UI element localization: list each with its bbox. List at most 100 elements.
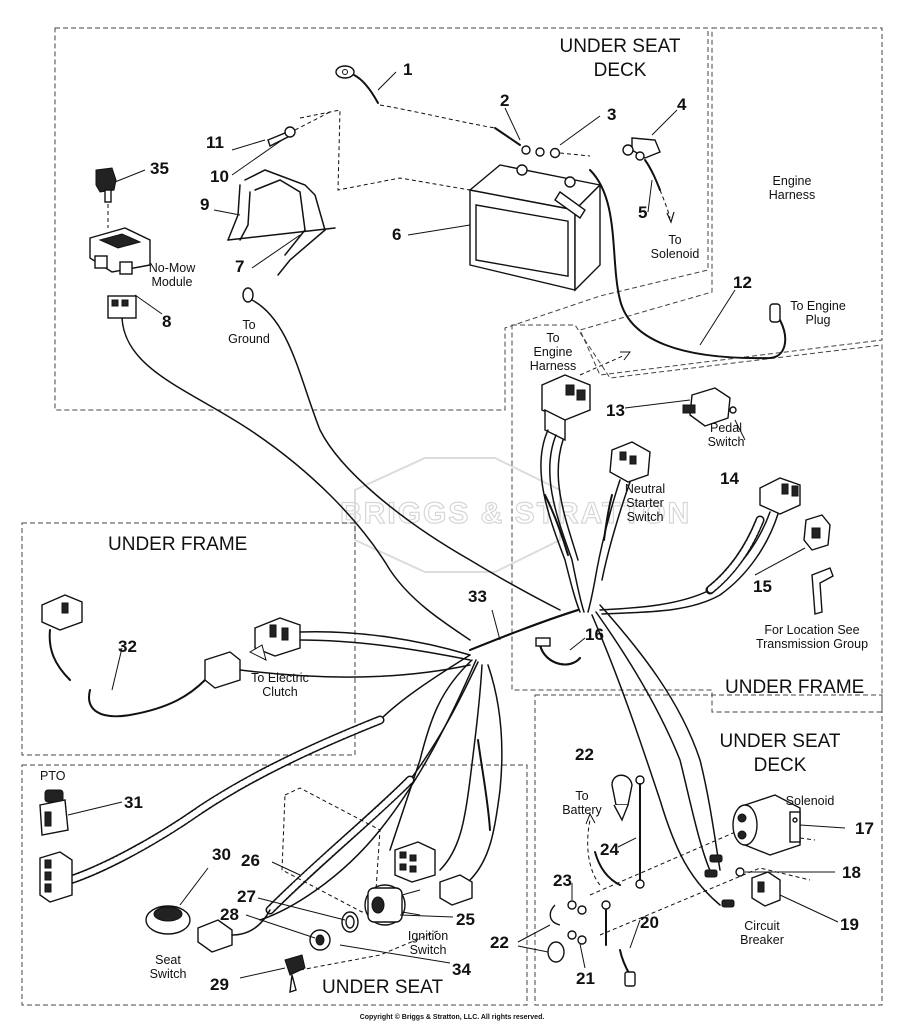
part-1-ground-cable xyxy=(335,65,496,129)
connector-bottom-1 xyxy=(394,841,436,883)
label-to-engine-plug-2: Plug xyxy=(805,313,830,327)
watermark: BRIGGS & STRATTON xyxy=(339,457,691,573)
part-10-11-bolt xyxy=(267,111,331,147)
box-under-frame-left xyxy=(21,522,356,756)
connector-bottom-2 xyxy=(439,874,473,906)
num-9: 9 xyxy=(200,195,209,214)
num-26: 26 xyxy=(241,851,260,870)
box-under-seat-deck-top xyxy=(54,27,709,411)
harness-upper-right xyxy=(540,429,779,906)
label-to-engine-harness-2: Engine xyxy=(534,345,573,359)
label-pto: PTO xyxy=(40,769,66,783)
connector-neutral-switch xyxy=(609,441,651,483)
section-under-seat-deck-right-l1: UNDER SEAT xyxy=(719,731,840,752)
part-6-battery xyxy=(468,164,602,292)
label-ignition-2: Switch xyxy=(410,943,447,957)
num-14: 14 xyxy=(720,469,739,488)
connector-pedal-harness xyxy=(759,477,801,515)
sleeve-engine-harness xyxy=(544,494,569,556)
to-ground-wire xyxy=(242,287,561,611)
num-32: 32 xyxy=(118,637,137,656)
label-circuit-breaker-2: Breaker xyxy=(740,933,784,947)
num-15: 15 xyxy=(753,577,772,596)
part-31-pto-switch xyxy=(39,789,69,836)
label-no-mow-2: Module xyxy=(152,275,193,289)
num-21: 21 xyxy=(576,969,595,988)
connector-pto-harness xyxy=(39,851,73,903)
num-19: 19 xyxy=(840,915,859,934)
connector-seat-switch xyxy=(197,909,271,953)
part-13-pedal-switch xyxy=(682,387,737,427)
section-under-frame-left: UNDER FRAME xyxy=(108,534,247,555)
section-under-frame-right: UNDER FRAME xyxy=(725,677,864,698)
box-engine-harness xyxy=(579,27,883,376)
label-seat-switch-1: Seat xyxy=(155,953,181,967)
sleeve-neutral xyxy=(603,494,613,541)
arrow-to-engine-harness xyxy=(579,354,626,376)
part-18-screw xyxy=(735,867,745,877)
label-neutral-2: Starter xyxy=(626,496,664,510)
num-8: 8 xyxy=(162,312,171,331)
callout-labels: Engine Harness To Solenoid To Engine Plu… xyxy=(40,174,868,981)
num-11: 11 xyxy=(206,133,224,152)
label-to-clutch-1: To Electric xyxy=(251,671,309,685)
num-13: 13 xyxy=(606,401,625,420)
part-35-key xyxy=(95,167,117,228)
part-7-9-hold-down xyxy=(227,109,471,276)
label-to-clutch-2: Clutch xyxy=(262,685,297,699)
num-18: 18 xyxy=(842,863,861,882)
num-20: 20 xyxy=(640,913,659,932)
label-pedal-switch-2: Switch xyxy=(708,435,745,449)
label-to-engine-harness-3: Harness xyxy=(530,359,577,373)
num-35: 35 xyxy=(150,159,169,178)
label-to-ground-1: To xyxy=(242,318,255,332)
num-1: 1 xyxy=(403,60,412,79)
num-23: 23 xyxy=(553,871,572,890)
copyright: Copyright © Briggs & Stratton, LLC. All … xyxy=(360,1013,545,1021)
num-5: 5 xyxy=(638,203,647,222)
label-engine-harness-top-1: Engine xyxy=(773,174,812,188)
label-neutral-3: Switch xyxy=(627,510,664,524)
label-to-ground-2: Ground xyxy=(228,332,270,346)
label-neutral-1: Neutral xyxy=(625,482,665,496)
num-22a: 22 xyxy=(575,745,594,764)
section-under-seat-deck-top-l1: UNDER SEAT xyxy=(559,36,680,57)
section-under-seat-bottom: UNDER SEAT xyxy=(322,977,443,998)
watermark-text: BRIGGS & STRATTON xyxy=(340,497,691,530)
sleeve-lower xyxy=(477,739,491,831)
part-32-clutch-lead xyxy=(41,594,241,718)
leader-lines xyxy=(67,71,846,979)
label-no-mow-1: No-Mow xyxy=(149,261,197,275)
part-numbers: 1 2 3 4 5 6 7 8 9 10 11 12 13 14 15 16 1… xyxy=(118,60,874,994)
no-mow-wire xyxy=(121,317,471,641)
label-to-battery-1: To xyxy=(575,789,588,803)
num-16: 16 xyxy=(585,625,604,644)
label-transmission-1: For Location See xyxy=(764,623,859,637)
num-30: 30 xyxy=(212,845,231,864)
num-3: 3 xyxy=(607,105,616,124)
label-to-engine-plug-1: To Engine xyxy=(790,299,846,313)
num-29: 29 xyxy=(210,975,229,994)
part-16-clamp xyxy=(535,637,581,666)
label-transmission-2: Transmission Group xyxy=(756,637,868,651)
label-to-engine-harness-1: To xyxy=(546,331,559,345)
box-under-frame-right xyxy=(511,324,883,713)
num-2: 2 xyxy=(500,91,509,110)
arrow-to-battery xyxy=(587,819,601,886)
label-engine-harness-top-2: Harness xyxy=(769,188,816,202)
wire-terminals-solenoid xyxy=(704,854,735,908)
num-27: 27 xyxy=(237,887,256,906)
harness-clutch xyxy=(239,631,471,678)
connector-electric-clutch xyxy=(248,617,301,661)
num-31: 31 xyxy=(124,793,143,812)
num-24: 24 xyxy=(600,840,619,859)
battery-cable-12 xyxy=(589,169,787,360)
label-to-solenoid-2: Solenoid xyxy=(651,247,700,261)
part-22-boot-top xyxy=(611,774,633,822)
part-27-nut xyxy=(341,911,359,933)
num-22b: 22 xyxy=(490,933,509,952)
num-10: 10 xyxy=(210,167,229,186)
label-pedal-switch-1: Pedal xyxy=(710,421,742,435)
part-4-5-positive-terminal xyxy=(622,137,675,224)
